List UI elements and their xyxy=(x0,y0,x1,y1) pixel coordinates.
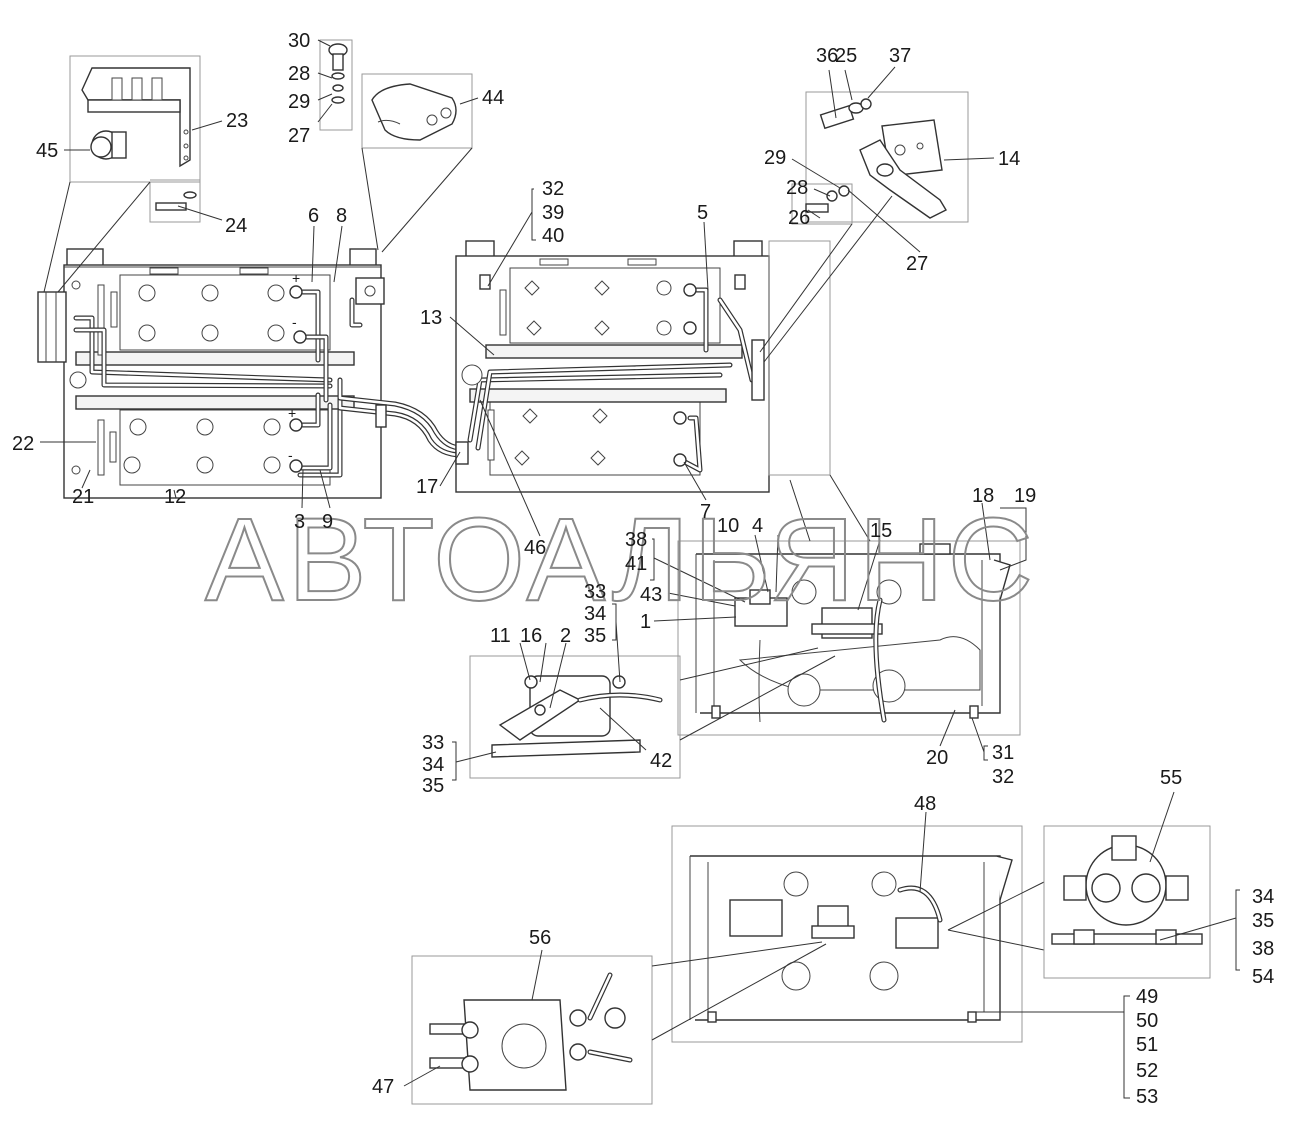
callout-label: 31 xyxy=(992,742,1014,764)
relay-box-lower xyxy=(671,825,1045,1043)
callout-label: 2 xyxy=(560,625,571,647)
relay-box xyxy=(677,474,1021,736)
callout-label: 29 xyxy=(764,147,786,169)
callout-label: 13 xyxy=(420,307,442,329)
callout-label: 22 xyxy=(12,433,34,455)
callout-label: 34 xyxy=(422,754,444,776)
callout-label: 48 xyxy=(914,793,936,815)
leader-lines xyxy=(40,39,1240,1099)
callout-label: 20 xyxy=(926,747,948,769)
callout-label: 40 xyxy=(542,225,564,247)
battery-upper xyxy=(119,267,331,351)
svg-text:+: + xyxy=(288,405,296,421)
callout-label: 47 xyxy=(372,1076,394,1098)
callout-label: 12 xyxy=(164,486,186,508)
callout-label: 27 xyxy=(906,253,928,275)
callout-label: 34 xyxy=(1252,886,1274,908)
callout-label: 7 xyxy=(700,501,711,523)
callout-label: 53 xyxy=(1136,1086,1158,1108)
callout-label: 10 xyxy=(717,515,739,537)
callout-label: 33 xyxy=(422,732,444,754)
callout-label: 21 xyxy=(72,486,94,508)
callout-label: 19 xyxy=(1014,485,1036,507)
callout-label: 52 xyxy=(1136,1060,1158,1082)
callout-label: 44 xyxy=(482,87,504,109)
svg-text:-: - xyxy=(292,314,297,330)
callout-label: 28 xyxy=(786,177,808,199)
callout-label: 27 xyxy=(288,125,310,147)
callout-label: 54 xyxy=(1252,966,1274,988)
callout-label: 5 xyxy=(697,202,708,224)
callout-label: 55 xyxy=(1160,767,1182,789)
callout-label: 16 xyxy=(520,625,542,647)
detail-relay-55 xyxy=(1043,825,1237,979)
svg-text:-: - xyxy=(288,447,293,463)
callout-label: 9 xyxy=(322,511,333,533)
callout-label: 33 xyxy=(584,581,606,603)
callout-label: 23 xyxy=(226,110,248,132)
callout-label: 14 xyxy=(998,148,1020,170)
callout-label: 29 xyxy=(288,91,310,113)
callout-label: 46 xyxy=(524,537,546,559)
callout-label: 32 xyxy=(542,178,564,200)
callout-label: 32 xyxy=(992,766,1014,788)
callout-label: 6 xyxy=(308,205,319,227)
detail-box-switch xyxy=(43,55,201,293)
callout-label: 35 xyxy=(584,625,606,647)
callout-label: 1 xyxy=(640,611,651,633)
callout-label: 26 xyxy=(788,207,810,229)
battery-center-upper xyxy=(509,258,721,344)
callout-label: 35 xyxy=(1252,910,1274,932)
callout-label: 43 xyxy=(640,584,662,606)
detail-terminal-block xyxy=(759,91,969,363)
callout-label: 18 xyxy=(972,485,994,507)
callout-label: 8 xyxy=(336,205,347,227)
callout-label: 34 xyxy=(584,603,606,625)
callout-label: 42 xyxy=(650,750,672,772)
callout-label: 4 xyxy=(752,515,763,537)
detail-relay-56 xyxy=(411,941,827,1105)
callout-label: 25 xyxy=(835,45,857,67)
callout-label: 50 xyxy=(1136,1010,1158,1032)
svg-text:+: + xyxy=(292,270,300,286)
callout-label: 30 xyxy=(288,30,310,52)
detail-fuse-box xyxy=(319,39,473,253)
callout-label: 51 xyxy=(1136,1034,1158,1056)
callout-label: 38 xyxy=(625,529,647,551)
callout-label: 49 xyxy=(1136,986,1158,1008)
callout-label: 56 xyxy=(529,927,551,949)
callout-labels: 30 28 29 27 44 23 45 24 6 8 22 21 12 3 9… xyxy=(12,30,1274,1108)
callout-label: 36 xyxy=(816,45,838,67)
battery-box-left: + - + - xyxy=(37,248,385,499)
callout-label: 24 xyxy=(225,215,247,237)
callout-label: 15 xyxy=(870,520,892,542)
callout-label: 38 xyxy=(1252,938,1274,960)
callout-label: 35 xyxy=(422,775,444,797)
callout-label: 3 xyxy=(294,511,305,533)
callout-label: 17 xyxy=(416,476,438,498)
callout-label: 39 xyxy=(542,202,564,224)
battery-box-center xyxy=(455,240,831,493)
callout-label: 37 xyxy=(889,45,911,67)
callout-label: 11 xyxy=(490,625,511,647)
watermark: АВТОАЛЬЯНС xyxy=(205,494,1037,626)
callout-label: 28 xyxy=(288,63,310,85)
callout-label: 45 xyxy=(36,140,58,162)
callout-label: 41 xyxy=(625,553,647,575)
